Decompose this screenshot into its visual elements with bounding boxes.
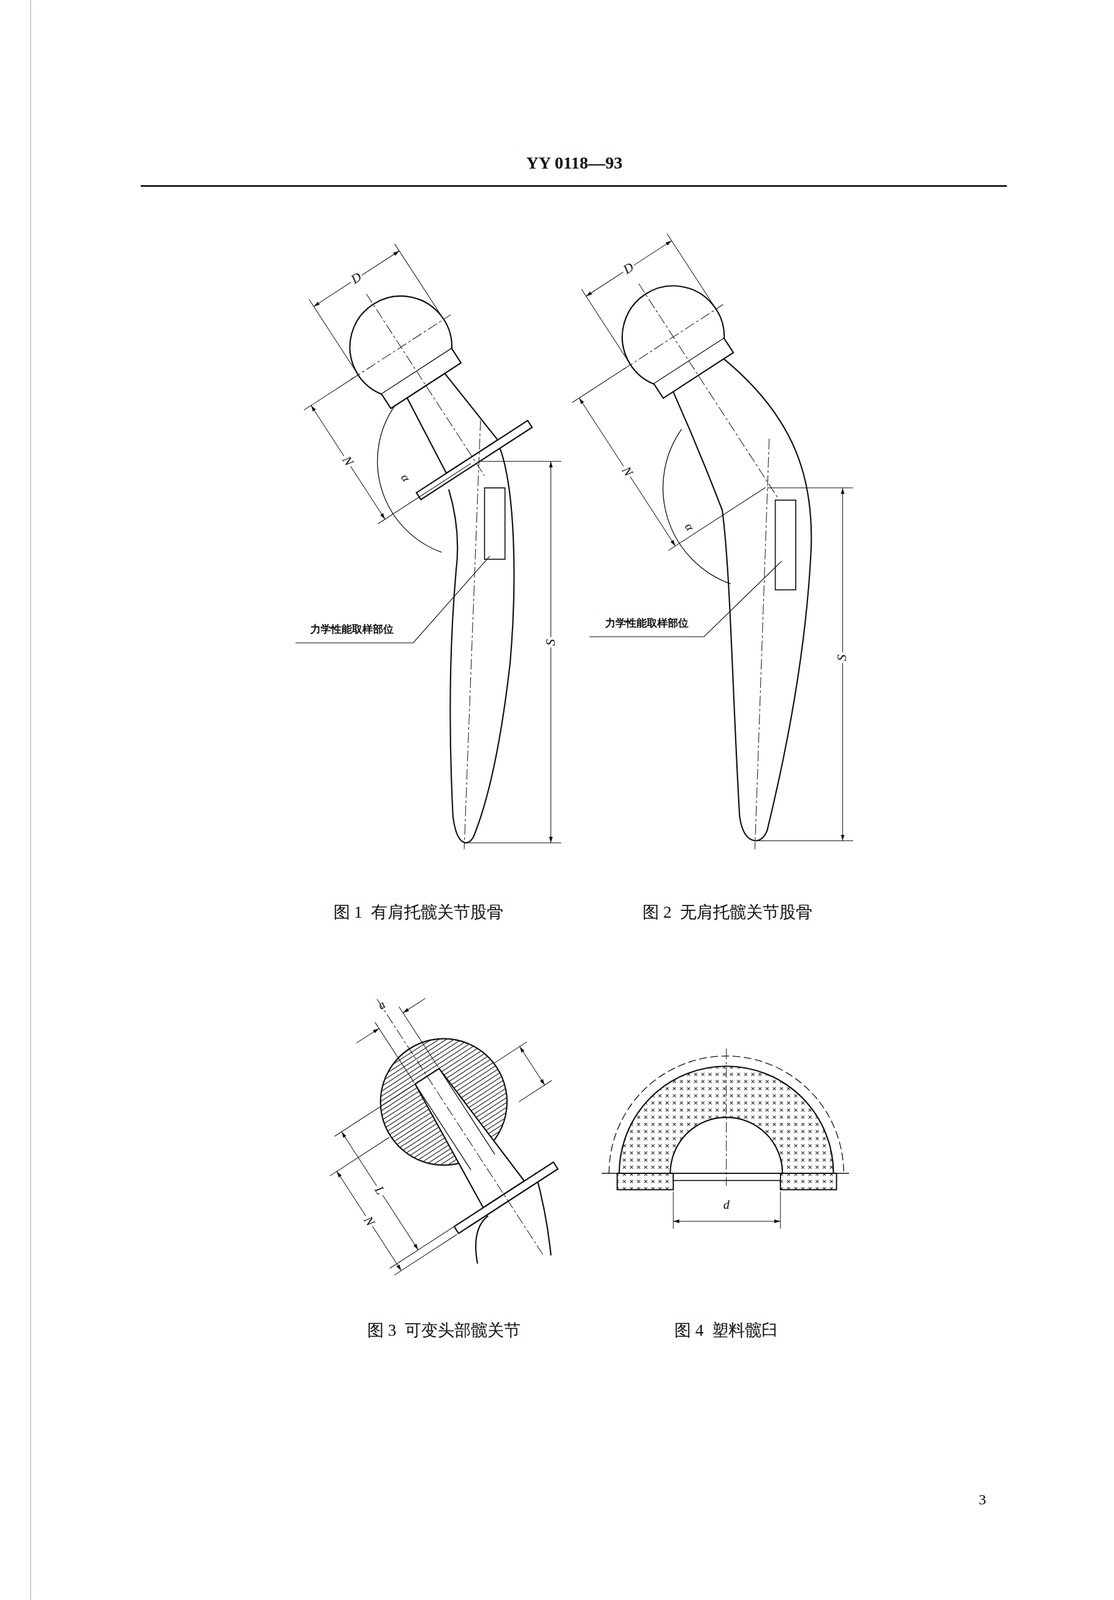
dimension-label-text: D <box>346 268 366 289</box>
figure-3 <box>263 943 630 1330</box>
dimension-label-text: a <box>375 997 388 1013</box>
dimension-label: D <box>619 258 638 278</box>
angle-label-text: α <box>398 470 414 484</box>
dimension-label: S <box>543 637 558 649</box>
dimension-label: d <box>723 1197 730 1212</box>
figure-1 <box>255 236 561 850</box>
figure-caption-text: 图 3 可变头部髋关节 <box>367 1321 521 1341</box>
page-number: 3 <box>978 1491 986 1508</box>
dimension-label-text: d <box>723 1197 730 1212</box>
figure-caption-text: 图 4 塑料髋臼 <box>674 1321 779 1341</box>
dimension-label: N <box>618 462 637 481</box>
dimension-label-text: N <box>338 451 358 471</box>
figure-caption: 图 4 塑料髋臼 <box>674 1322 779 1341</box>
figure-caption: 图 2 无肩托髋关节股骨 <box>642 903 813 923</box>
dimension-label-text: L <box>370 1182 390 1200</box>
dimension-label: L <box>370 1182 389 1199</box>
dimension-label: N <box>338 451 357 470</box>
dimension-label: D <box>347 269 366 289</box>
page-number-text: 3 <box>978 1491 986 1508</box>
angle-label: α <box>398 470 414 484</box>
dimension-label-text: N <box>618 461 638 481</box>
sampling-note-text: 力学性能取样部位 <box>310 622 394 635</box>
dimension-label: S <box>835 652 850 664</box>
angle-label-text: α <box>682 519 698 533</box>
figure-caption: 图 1 有肩托髋关节股骨 <box>333 903 504 923</box>
angle-label: α <box>682 519 698 533</box>
sampling-note-text: 力学性能取样部位 <box>605 616 689 629</box>
page-edge <box>30 0 31 1600</box>
figure-4 <box>602 1049 850 1229</box>
page-header: YY 0118—93 <box>526 153 623 173</box>
dimension-label-text: N <box>359 1211 379 1230</box>
dimension-label: a <box>375 997 388 1013</box>
dimension-label: N <box>359 1212 379 1230</box>
figure-caption-text: 图 1 有肩托髋关节股骨 <box>333 903 504 922</box>
figure-2 <box>523 229 853 850</box>
figure-caption-text: 图 2 无肩托髋关节股骨 <box>642 903 813 922</box>
dimension-label-text: S <box>835 652 850 664</box>
dimension-label-text: S <box>543 637 558 649</box>
page-header-text: YY 0118—93 <box>526 153 623 173</box>
sampling-note: 力学性能取样部位 <box>310 623 394 636</box>
sampling-note: 力学性能取样部位 <box>605 617 689 630</box>
figure-caption: 图 3 可变头部髋关节 <box>367 1322 521 1341</box>
header-rule <box>141 185 1008 187</box>
dimension-label-text: D <box>618 258 638 278</box>
